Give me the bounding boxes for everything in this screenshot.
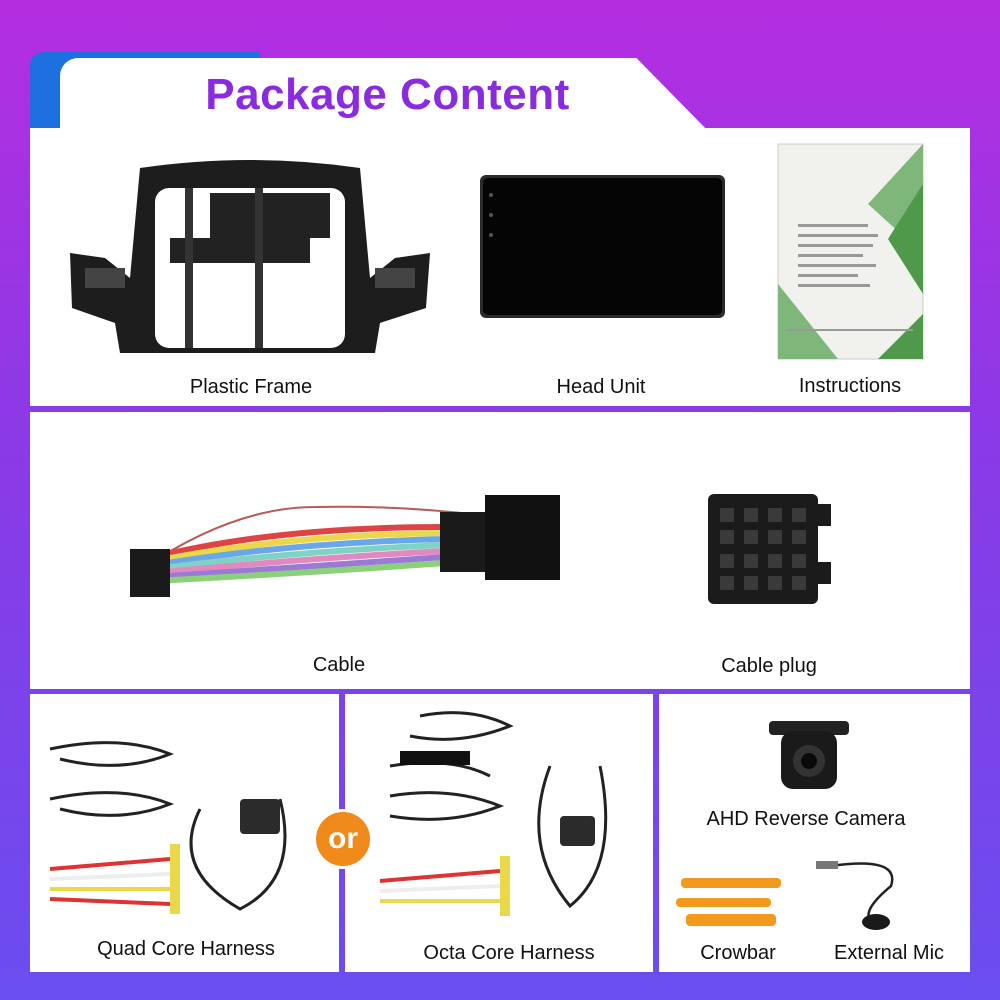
external-mic-image xyxy=(816,861,894,930)
quad-core-harness-cell: Quad Core Harness xyxy=(30,694,339,972)
octa-core-harness-cell: Octa Core Harness xyxy=(345,694,653,972)
header-tab xyxy=(60,58,715,138)
octa-core-harness-label: Octa Core Harness xyxy=(423,942,595,964)
plastic-frame-image xyxy=(70,160,430,353)
head-unit-image xyxy=(480,175,725,318)
cable-label: Cable xyxy=(312,654,366,676)
instructions-manual-image xyxy=(777,143,924,360)
crowbar-label: Crowbar xyxy=(700,942,776,964)
row-cable: Cable Cable plug xyxy=(30,412,970,689)
external-mic-label: External Mic xyxy=(833,942,945,964)
instructions-label: Instructions xyxy=(798,375,902,397)
head-unit-label: Head Unit xyxy=(556,376,646,398)
cable-plug-label: Cable plug xyxy=(721,655,817,677)
reverse-camera-label: AHD Reverse Camera xyxy=(706,808,906,830)
page-title: Package Content xyxy=(205,70,570,119)
crowbar-tools-image xyxy=(676,878,781,926)
row-frame-unit-instructions: Plastic Frame Head Unit Instructions xyxy=(30,128,970,406)
quad-core-harness-label: Quad Core Harness xyxy=(97,938,275,960)
cable-image xyxy=(130,495,560,597)
reverse-camera-image xyxy=(769,721,849,789)
quad-core-harness-image xyxy=(49,741,287,914)
accessories-cell: AHD Reverse Camera Crowbar External Mic xyxy=(659,694,970,972)
cable-plug-image xyxy=(708,494,831,604)
octa-core-harness-image xyxy=(379,711,608,916)
or-badge: or xyxy=(316,812,370,866)
plastic-frame-label: Plastic Frame xyxy=(189,376,313,398)
